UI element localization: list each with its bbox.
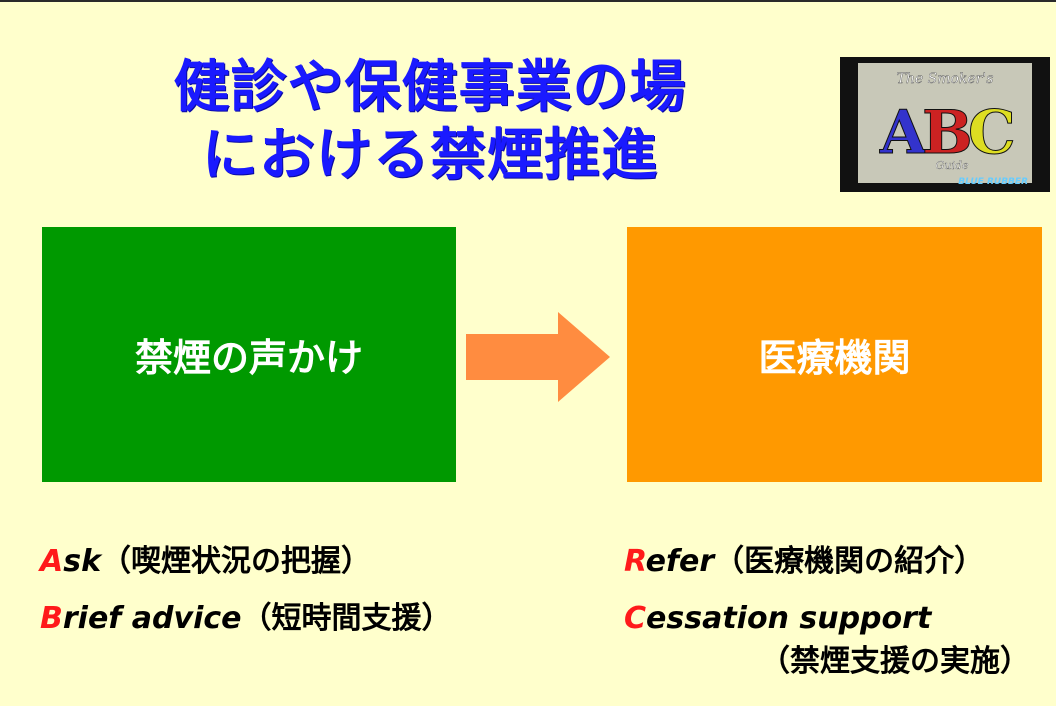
box-medical-institution: 医療機関 [627,227,1042,482]
initial-letter: A [40,544,64,579]
english-term: rief advice [62,601,242,636]
slide-title: 健診や保健事業の場 における禁煙推進 [100,54,760,190]
japanese-term: （短時間支援） [241,601,452,636]
logo-text-top: The Smoker's [897,71,994,87]
box-smoking-cessation-advice: 禁煙の声かけ [42,227,456,482]
box-left-label: 禁煙の声かけ [134,336,363,380]
logo-text-mid: Guide [936,159,969,172]
initial-letter: C [624,601,647,636]
logo-letter-b: B [922,98,973,168]
list-item-cessation-support-jp: （禁煙支援の実施） [760,642,1030,682]
japanese-term: （喫煙状況の把握） [101,544,372,579]
initial-letter: B [40,601,63,636]
japanese-term: （医療機関の紹介） [714,544,985,579]
list-item-ask: Ask（喫煙状況の把握） [40,542,371,582]
list-item-refer: Refer（医療機関の紹介） [624,542,984,582]
logo-letter-c: C [968,98,1016,168]
list-item-cessation-support: Cessation support [624,599,931,639]
english-term: efer [645,544,715,579]
initial-letter: R [624,544,646,579]
english-term: essation support [646,601,932,636]
logo-letter-a: A [879,98,928,168]
english-term: sk [63,544,102,579]
logo-text-bottom: BLUE RUBBER [958,177,1028,187]
title-line-1: 健診や保健事業の場 [173,55,687,120]
list-item-brief-advice: Brief advice（短時間支援） [40,599,451,639]
abc-guide-logo: The Smoker's A B C Guide BLUE RUBBER [840,57,1050,192]
right-arrow-icon [466,312,610,402]
title-line-2: における禁煙推進 [202,123,658,188]
japanese-term: （禁煙支援の実施） [760,644,1030,679]
box-right-label: 医療機関 [758,336,911,380]
